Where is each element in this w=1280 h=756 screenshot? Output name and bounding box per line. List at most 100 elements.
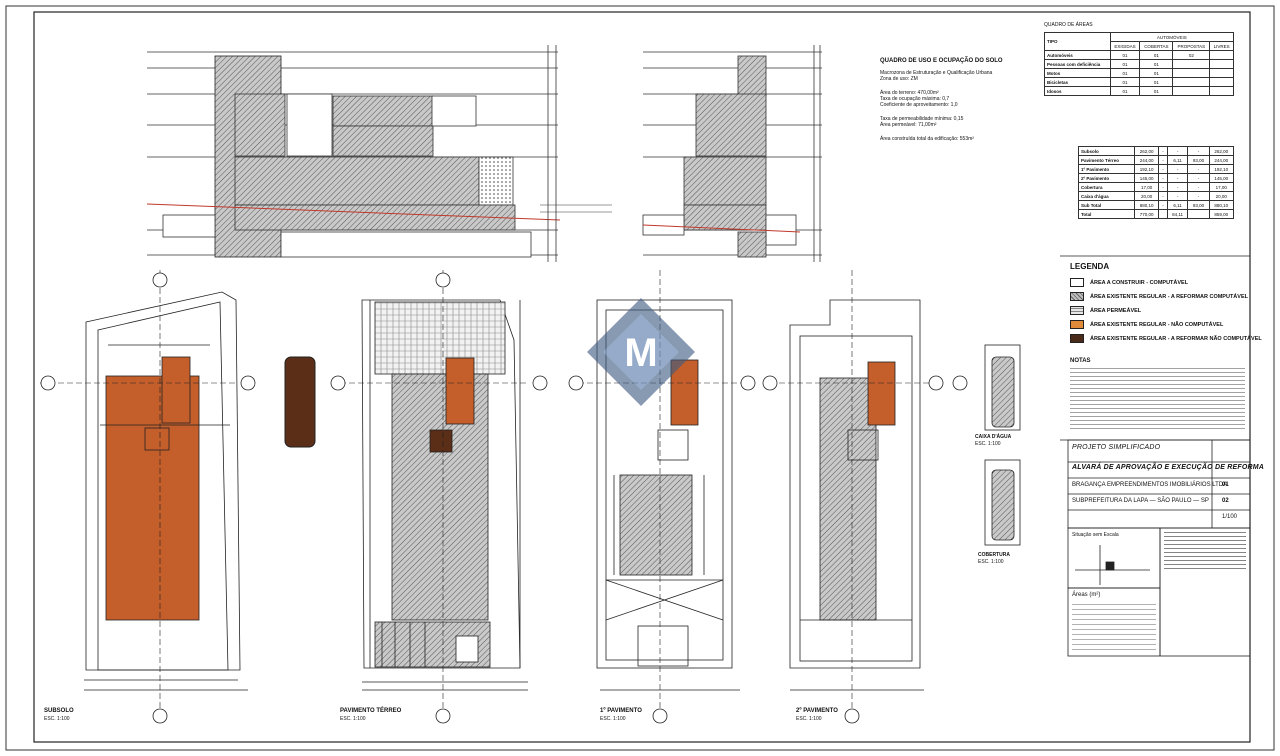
vagas-cell: 02 (1172, 50, 1211, 60)
vagas-cell: 01 (1139, 50, 1174, 60)
signature-text-block (1164, 532, 1246, 572)
legend-title: LEGENDA (1070, 262, 1110, 271)
areas-cell: - (1166, 146, 1189, 156)
vagas-cell (1172, 77, 1211, 87)
vagas-col: PROPOSTAS (1172, 41, 1211, 51)
elevation-section-secondary (642, 45, 822, 262)
areas-cell: - (1187, 164, 1210, 174)
areas-cell: 17,00 (1208, 182, 1235, 192)
areas-cell: 93,00 (1187, 155, 1210, 165)
plan-2-pavimento (770, 270, 936, 712)
legend-swatch (1070, 292, 1084, 301)
vagas-cell: 01 (1109, 59, 1141, 69)
areas-cell: Sub Total (1078, 200, 1135, 210)
areas-cell: - (1187, 191, 1210, 201)
vagas-cell: Idosos (1044, 86, 1111, 96)
plan-label-2-pav: 2º PAVIMENTO (796, 708, 838, 714)
detail-caixa-label: CAIXA D'ÁGUA (975, 434, 1012, 440)
vagas-cell: 01 (1109, 77, 1141, 87)
detail-caixa-dagua (984, 344, 1021, 431)
vagas-table-header: QUADRO DE ÁREAS (1044, 22, 1093, 28)
areas-cell: 192,10 (1208, 164, 1235, 174)
areas-cell (1158, 209, 1168, 219)
elevator-shaft-block (284, 356, 316, 448)
vagas-group: AUTOMÓVEIS (1109, 32, 1235, 42)
notes-title: NOTAS (1070, 358, 1091, 364)
vagas-cell: 01 (1109, 68, 1141, 78)
areas-cell: Caixa d'água (1078, 191, 1135, 201)
legend-item: ÁREA A CONSTRUIR - COMPUTÁVEL (1070, 278, 1188, 287)
areas-cell: - (1187, 173, 1210, 183)
title-block-owner: BRAGANÇA EMPREENDIMENTOS IMOBILIÁRIOS LT… (1072, 482, 1228, 488)
vagas-cell (1209, 50, 1234, 60)
areas-cell: - (1158, 155, 1168, 165)
plan-scale-2-pav: ESC. 1:100 (796, 716, 822, 722)
legend-item: ÁREA PERMEÁVEL (1070, 306, 1141, 315)
vagas-cell (1172, 86, 1211, 96)
notes-text-block (1070, 368, 1245, 432)
plan-label-terreo: PAVIMENTO TÉRREO (340, 708, 402, 714)
areas-cell: 770,00 (1133, 209, 1160, 219)
areas-label: Áreas (m²) (1072, 592, 1101, 598)
vagas-col: COBERTAS (1139, 41, 1174, 51)
legend-swatch (1070, 334, 1084, 343)
plan-subsolo (40, 270, 248, 712)
areas-cell: - (1158, 173, 1168, 183)
plan-label-1-pav: 1º PAVIMENTO (600, 708, 642, 714)
vagas-row: Bicicletas 01 01 (1044, 77, 1234, 87)
areas-cell: Total (1078, 209, 1135, 219)
quadro-line: Macrozona de Estruturação e Qualificação… (880, 70, 993, 76)
vagas-row: Idosos 01 01 (1044, 86, 1234, 96)
vagas-cell: Pessoas com deficiência (1044, 59, 1111, 69)
title-block-location: SUBPREFEITURA DA LAPA — SÃO PAULO — SP (1072, 498, 1209, 504)
areas-cell: 145,00 (1133, 173, 1160, 183)
title-block-sheet: 01 (1222, 482, 1229, 488)
areas-cell: 2º Pavimento (1078, 173, 1135, 183)
watermark-letter: M (624, 331, 657, 375)
plan-terreo (340, 270, 528, 712)
areas-cell: Subsolo (1078, 146, 1135, 156)
quadro-line: Área construída total da edificação: 553… (880, 136, 974, 142)
legend-swatch (1070, 306, 1084, 315)
quadro-line: Área permeável: 71,00m² (880, 122, 937, 128)
areas-cell: - (1166, 164, 1189, 174)
areas-cell: - (1158, 200, 1168, 210)
areas-text-block (1072, 602, 1156, 654)
areas-cell: 262,00 (1208, 146, 1235, 156)
watermark-logo: M (587, 298, 695, 406)
vagas-cell: 01 (1139, 86, 1174, 96)
areas-cell: 20,00 (1133, 191, 1160, 201)
vagas-cell: 01 (1109, 50, 1141, 60)
areas-cell: 17,00 (1133, 182, 1160, 192)
areas-cell: - (1166, 191, 1189, 201)
areas-cell: 262,00 (1133, 146, 1160, 156)
quadro-line: Área do terreno: 470,00m² (880, 90, 939, 96)
title-block-subject: ALVARÁ DE APROVAÇÃO E EXECUÇÃO DE REFORM… (1072, 464, 1265, 471)
areas-cell: 145,00 (1208, 173, 1235, 183)
legend-item: ÁREA EXISTENTE REGULAR - A REFORMAR COMP… (1070, 292, 1248, 301)
legend-text: ÁREA A CONSTRUIR - COMPUTÁVEL (1090, 279, 1189, 286)
areas-cell: 859,00 (1208, 209, 1235, 219)
vagas-cell: Bicicletas (1044, 77, 1111, 87)
legend-item: ÁREA EXISTENTE REGULAR - A REFORMAR NÃO … (1070, 334, 1262, 343)
vagas-cell (1172, 68, 1211, 78)
legend-swatch (1070, 320, 1084, 329)
plan-scale-terreo: ESC. 1:100 (340, 716, 366, 722)
quadro-line: Zona de uso: ZM (880, 76, 918, 82)
areas-cell (1187, 209, 1210, 219)
areas-cell: - (1166, 173, 1189, 183)
quadro-line: Taxa de ocupação máxima: 0,7 (880, 96, 950, 102)
areas-cell: 6,11 (1166, 200, 1189, 210)
legend-text: ÁREA EXISTENTE REGULAR - A REFORMAR COMP… (1090, 293, 1248, 300)
areas-cell: 1º Pavimento (1078, 164, 1135, 174)
areas-cell: - (1166, 182, 1189, 192)
